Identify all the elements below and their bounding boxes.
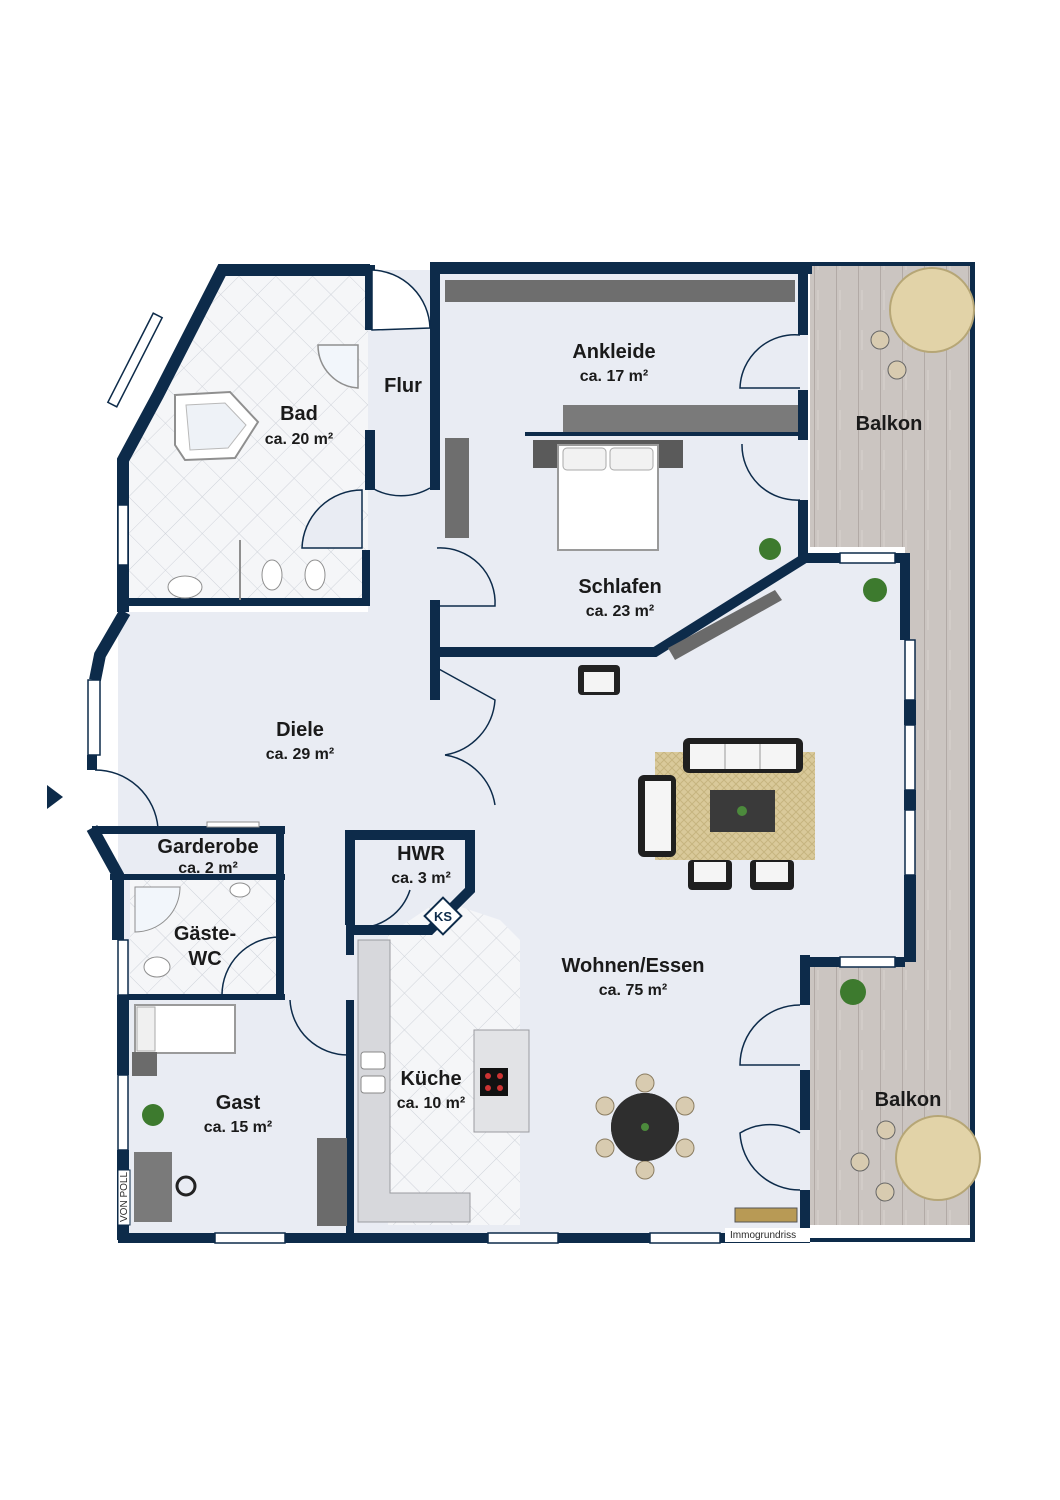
toilet-icon [261,559,326,591]
logo-text: VON POLL [119,1172,130,1222]
balkon-rail-bottom [810,1238,975,1242]
door-bad-wc [301,489,363,549]
wc-basin-icon [229,882,251,898]
balkon-rail [970,265,975,1240]
window-wohnen-balkon [839,956,896,968]
window-right-1 [904,639,916,701]
door-hwr [357,889,411,929]
dining-chairs [688,860,794,890]
doors [94,269,801,1191]
room-labels: Bad ca. 20 m² Flur Ankleide ca. 17 m² Ba… [157,341,941,1136]
room-area-bad: ca. 20 m² [265,431,333,448]
door-wohnen-1 [436,667,496,756]
window-gast [117,1074,129,1151]
window-schlafen [839,552,896,564]
wall-schlafen-bottom [435,553,910,657]
room-name-balkon-bottom: Balkon [875,1089,942,1111]
room-area-ankleide: ca. 17 m² [580,368,648,385]
entrance-arrow-icon [47,785,63,809]
kitchen-counter [357,939,471,1223]
window-bottom-1 [214,1232,286,1244]
window-diele [87,679,101,756]
window-bottom-2 [487,1232,559,1244]
room-name-bad: Bad [280,403,318,425]
room-name-kueche: Küche [400,1068,461,1090]
shower-icon [317,344,359,389]
door-flur-top [371,269,431,331]
logo: VON POLL [117,1169,131,1226]
garderobe-rod [206,821,260,828]
room-name-gaeste-wc-2: WC [188,948,221,970]
sofa-icon [638,738,803,857]
window-bad [106,312,164,408]
room-name-flur: Flur [384,375,422,397]
sink-icon [360,1051,386,1094]
window-bottom-3 [649,1232,721,1244]
wardrobe-left [445,438,469,538]
room-name-schlafen: Schlafen [578,576,661,598]
wall-hwr [345,830,475,935]
guest-bed-icon [132,1004,236,1076]
room-name-gaeste-wc-1: Gäste- [174,923,236,945]
washbasin-icon [167,575,203,599]
room-name-garderobe: Garderobe [157,836,258,858]
room-name-diele: Diele [276,719,324,741]
room-name-gast: Gast [216,1092,261,1114]
furniture [132,267,981,1226]
kueche-floor [388,900,520,1225]
room-area-diele: ca. 29 m² [266,746,334,763]
fireplace-icon [734,1207,798,1223]
door-balkon-1 [739,1004,801,1066]
room-area-schlafen: ca. 23 m² [586,603,654,620]
wc-shower-icon [134,886,181,933]
room-name-hwr: HWR [397,843,445,865]
wardrobe-top [445,280,795,302]
plant-icon [142,538,887,1126]
windows [87,262,975,1244]
dining-table-icon [595,1073,695,1180]
room-name-wohnen: Wohnen/Essen [562,955,705,977]
stove-icon [480,1068,508,1096]
ks-label: KS [434,909,452,924]
door-entrance [94,769,159,829]
watermark: Immogrundriss [730,1230,796,1241]
door-schlafen-balkon [741,443,801,501]
desk-icon [134,1152,197,1222]
door-ankleide-balkon [739,334,801,389]
ks-marker: KS [423,896,463,936]
room-area-gast: ca. 15 m² [204,1119,272,1136]
door-bad [371,430,431,497]
window-right-3 [904,809,916,876]
window-wc [117,939,129,996]
wc-toilet-icon [143,956,171,978]
bed-icon [533,440,683,551]
armchair-icon [578,665,620,695]
plant-icon [737,806,747,816]
door-gaeste-wc [221,936,281,996]
door-schlafen [436,547,496,607]
window-right-2 [904,724,916,791]
balkon-rail-top [810,262,975,266]
room-area-garderobe: ca. 2 m² [178,860,238,877]
main-floor [118,268,910,1240]
room-area-hwr: ca. 3 m² [391,870,451,887]
room-area-kueche: ca. 10 m² [397,1095,465,1112]
room-area-wohnen: ca. 75 m² [599,982,667,999]
guest-wardrobe [317,1138,347,1226]
bathtub-icon [174,390,260,462]
window-bad-left [117,504,129,566]
wall-left-diele [89,608,131,682]
door-wohnen-2 [444,754,496,806]
walls [86,262,916,1243]
room-name-ankleide: Ankleide [572,341,655,363]
tv-icon [668,590,782,660]
wardrobe-mid [563,405,798,432]
wall-left-garderobe [86,825,124,940]
door-balkon-2 [739,1123,801,1191]
door-gast [289,999,349,1056]
umbrella-icon [850,267,981,1202]
room-name-balkon-top: Balkon [856,413,923,435]
